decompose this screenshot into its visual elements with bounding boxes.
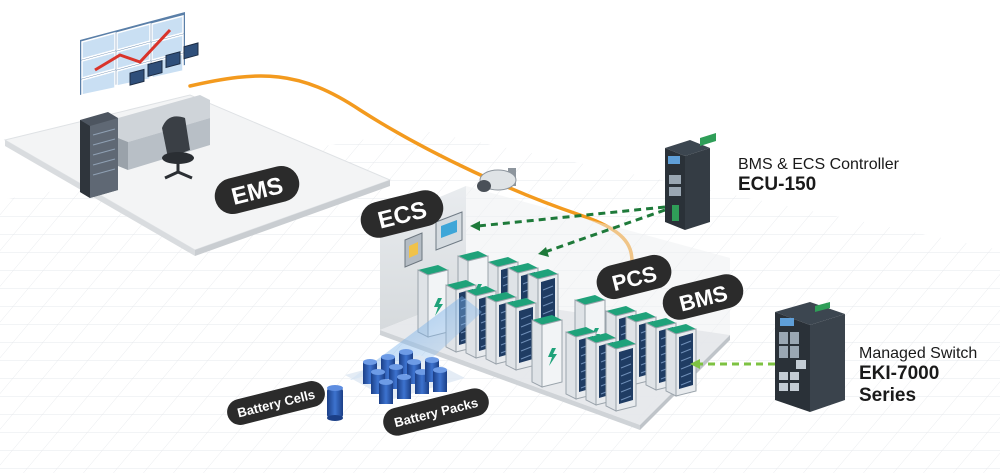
ecs-display-icon [435, 211, 463, 251]
switch-name: Managed Switch [859, 345, 978, 362]
single-battery-cell-icon [327, 385, 343, 421]
controller-links [477, 205, 666, 254]
battery-cells-label: Battery Cells [227, 381, 325, 425]
link-to-racks [544, 208, 666, 254]
arrowhead-ecs [470, 221, 480, 231]
ecs-panel-icon [404, 232, 423, 268]
lightning-icon [548, 348, 557, 366]
office-chair-icon [162, 116, 194, 180]
ecs-label: ECS [360, 190, 444, 238]
ems-label: EMS [214, 165, 300, 215]
server-cabinet-icon [80, 112, 118, 198]
ecu-150-device-icon [665, 133, 716, 230]
battery-cells-cluster-icon [345, 349, 465, 404]
switch-caption: Managed Switch EKI-7000 Series [859, 345, 1000, 407]
pcs-label: PCS [596, 254, 672, 300]
lightning-icon [434, 298, 443, 316]
arrowhead-bms [690, 359, 700, 369]
battery-cell [433, 367, 447, 392]
cctv-camera-icon [477, 168, 517, 192]
controller-model: ECU-150 [738, 174, 817, 196]
battery-rack [605, 339, 637, 412]
arrowhead-racks [538, 247, 549, 257]
control-room [3, 12, 392, 256]
controller-caption: BMS & ECS Controller ECU-150 [738, 156, 899, 196]
eki-7000-device-icon [775, 302, 845, 412]
pcs-cabinet [531, 315, 563, 388]
bms-label: BMS [662, 274, 744, 320]
battery-rack [505, 298, 537, 371]
battery-rack [665, 324, 697, 397]
video-wall-icon [80, 12, 185, 96]
link-to-ecs [477, 205, 666, 228]
battery-cell [397, 374, 411, 399]
switch-model: EKI-7000 Series [859, 363, 940, 407]
controller-name: BMS & ECS Controller [738, 156, 899, 173]
battery-cell [379, 379, 393, 404]
